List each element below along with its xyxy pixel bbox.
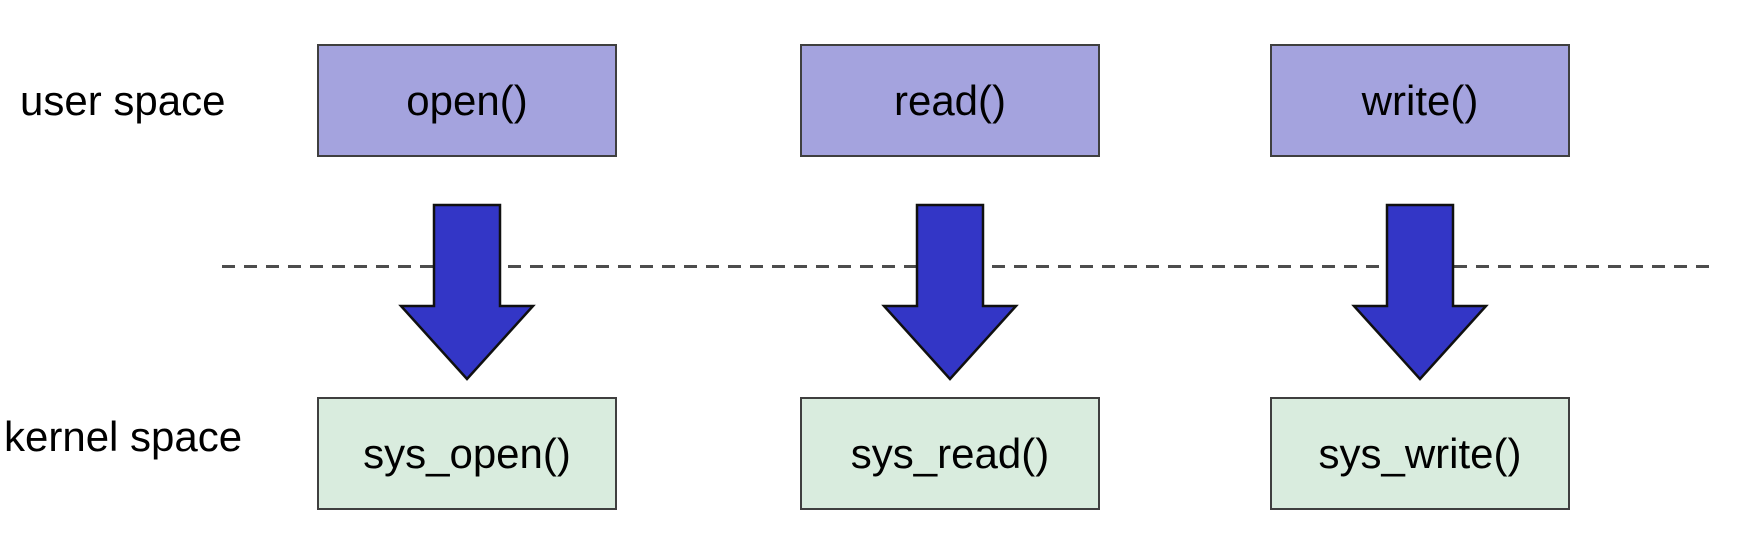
kernel-call-box-sys-open: sys_open() <box>317 397 617 510</box>
user-call-box-read: read() <box>800 44 1100 157</box>
kernel-call-box-sys-read: sys_read() <box>800 397 1100 510</box>
down-arrow-icon <box>1351 203 1489 381</box>
down-arrow-icon <box>881 203 1019 381</box>
user-call-box-write: write() <box>1270 44 1570 157</box>
user-space-label: user space <box>20 77 226 124</box>
kernel-call-box-sys-write: sys_write() <box>1270 397 1570 510</box>
down-arrow-icon <box>398 203 536 381</box>
kernel-space-label: kernel space <box>4 413 243 460</box>
user-call-box-open: open() <box>317 44 617 157</box>
